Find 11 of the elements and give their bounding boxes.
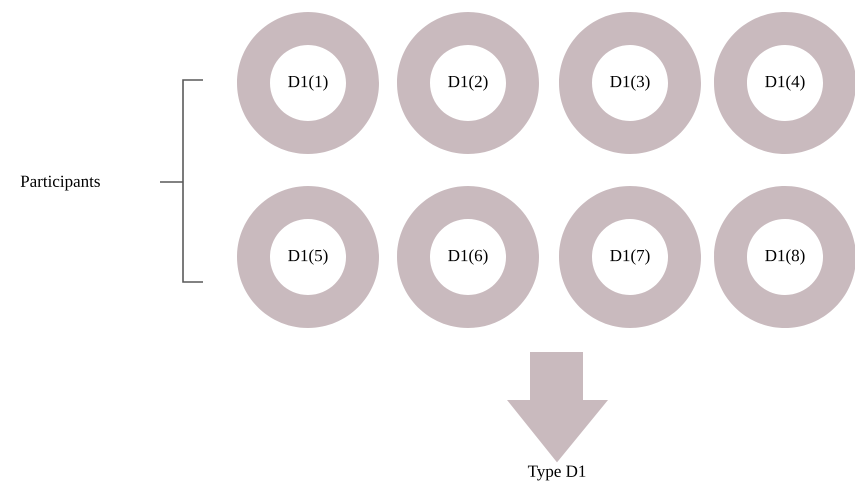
result-label: Type D1 [528,466,586,480]
ring-node: D1(3) [559,12,701,154]
ring-node: D1(2) [397,12,539,154]
ring-node: D1(1) [237,12,379,154]
group-label: Participants [20,176,100,190]
ring-node: D1(7) [559,186,701,328]
ring-node: D1(4) [714,12,855,154]
ring-node: D1(5) [237,186,379,328]
ring-node: D1(8) [714,186,855,328]
block-arrow [507,352,608,462]
ring-node: D1(6) [397,186,539,328]
